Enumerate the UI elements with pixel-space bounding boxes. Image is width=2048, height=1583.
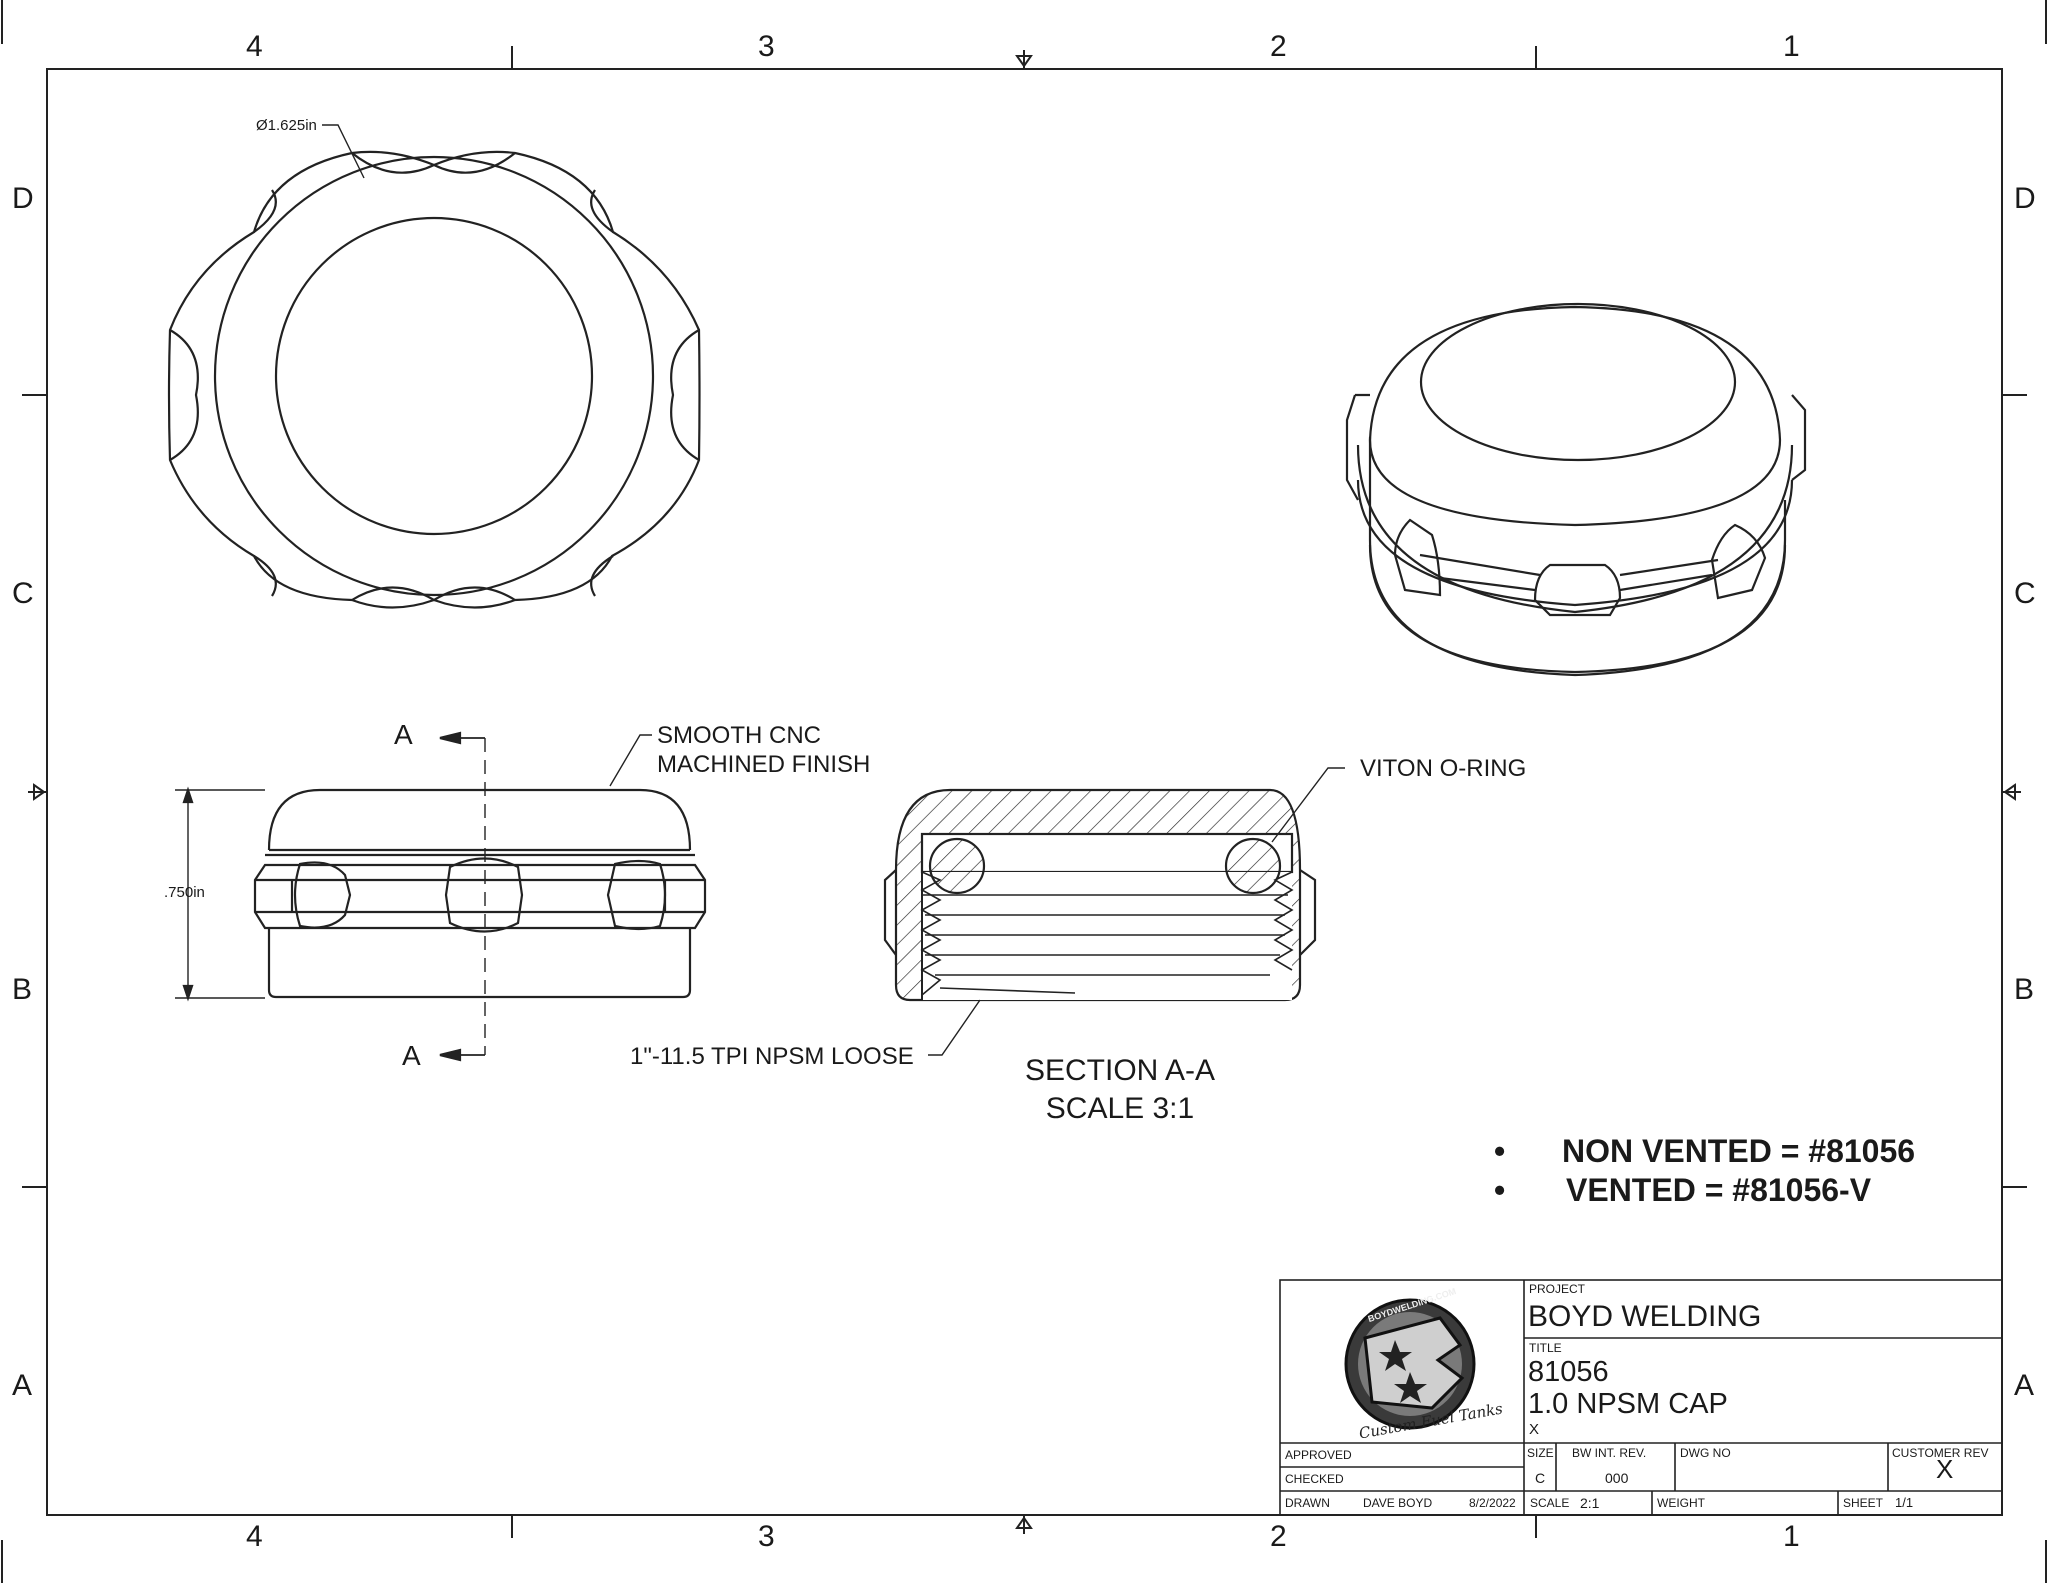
column-label-3: 3 [758, 30, 775, 63]
oring-note: VITON O-RING [1360, 755, 1527, 782]
part-number-bullet-1: • [1494, 1133, 1506, 1169]
customer-rev-value: X [1936, 1454, 1954, 1484]
isometric-view [1345, 302, 1807, 677]
company-logo [1344, 1298, 1476, 1430]
size-label: SIZE [1527, 1446, 1554, 1460]
title-label: TITLE [1529, 1341, 1562, 1355]
customer-rev-label: CUSTOMER REV [1892, 1446, 1989, 1460]
drawn-label: DRAWN [1285, 1496, 1330, 1510]
row-label-a: A [12, 1369, 33, 1402]
row-label-a-right: A [2014, 1369, 2035, 1402]
scale-label: SCALE [1530, 1496, 1570, 1510]
scale-value: 2:1 [1580, 1495, 1600, 1511]
column-label-2-bottom: 2 [1270, 1520, 1287, 1553]
diameter-dimension: Ø1.625in [256, 117, 317, 134]
finish-note-line1: SMOOTH CNC [657, 722, 821, 749]
section-title: SECTION A-A [1024, 1054, 1216, 1087]
side-view [175, 731, 707, 1062]
title-line-2: 1.0 NPSM CAP [1528, 1388, 1728, 1420]
section-marker-bottom: A [402, 1040, 421, 1071]
sheet-value: 1/1 [1895, 1495, 1914, 1510]
section-scale: SCALE 3:1 [1045, 1092, 1195, 1125]
part-number-bullet-2: • [1494, 1172, 1506, 1208]
project-name: BOYD WELDING [1528, 1300, 1762, 1333]
row-label-c-right: C [2014, 577, 2036, 610]
row-label-d-right: D [2014, 182, 2036, 215]
column-label-3-bottom: 3 [758, 1520, 775, 1553]
section-view [883, 767, 1345, 1056]
sheet-label: SHEET [1843, 1496, 1884, 1510]
revision-value: 000 [1605, 1470, 1629, 1486]
drawn-by: DAVE BOYD [1363, 1496, 1433, 1510]
revision-label: BW INT. REV. [1572, 1446, 1647, 1460]
row-label-c: C [12, 577, 34, 610]
thread-note: 1"-11.5 TPI NPSM LOOSE [630, 1043, 914, 1070]
title-block-frame [1279, 1279, 2003, 1516]
project-label: PROJECT [1529, 1282, 1586, 1296]
dwg-no-label: DWG NO [1680, 1446, 1731, 1460]
row-label-b-right: B [2014, 973, 2035, 1006]
part-number-vented: VENTED = #81056-V [1566, 1172, 1872, 1208]
approved-label: APPROVED [1285, 1448, 1352, 1462]
title-line-3: X [1529, 1421, 1540, 1438]
part-number-nonvented: NON VENTED = #81056 [1562, 1133, 1916, 1169]
weight-label: WEIGHT [1657, 1496, 1705, 1510]
column-label-2: 2 [1270, 30, 1287, 63]
row-label-d: D [12, 182, 34, 215]
finish-note-line2: MACHINED FINISH [657, 751, 871, 778]
size-value: C [1535, 1470, 1546, 1486]
drawn-date: 8/2/2022 [1469, 1496, 1516, 1510]
checked-label: CHECKED [1285, 1472, 1344, 1486]
title-line-1: 81056 [1528, 1356, 1609, 1388]
column-label-1: 1 [1783, 30, 1800, 63]
section-marker-top: A [394, 719, 413, 750]
column-label-1-bottom: 1 [1783, 1520, 1800, 1553]
row-label-b: B [12, 973, 33, 1006]
top-view [167, 124, 701, 609]
column-label-4: 4 [246, 30, 263, 63]
column-label-4-bottom: 4 [246, 1520, 263, 1553]
height-dimension: .750in [164, 884, 205, 901]
